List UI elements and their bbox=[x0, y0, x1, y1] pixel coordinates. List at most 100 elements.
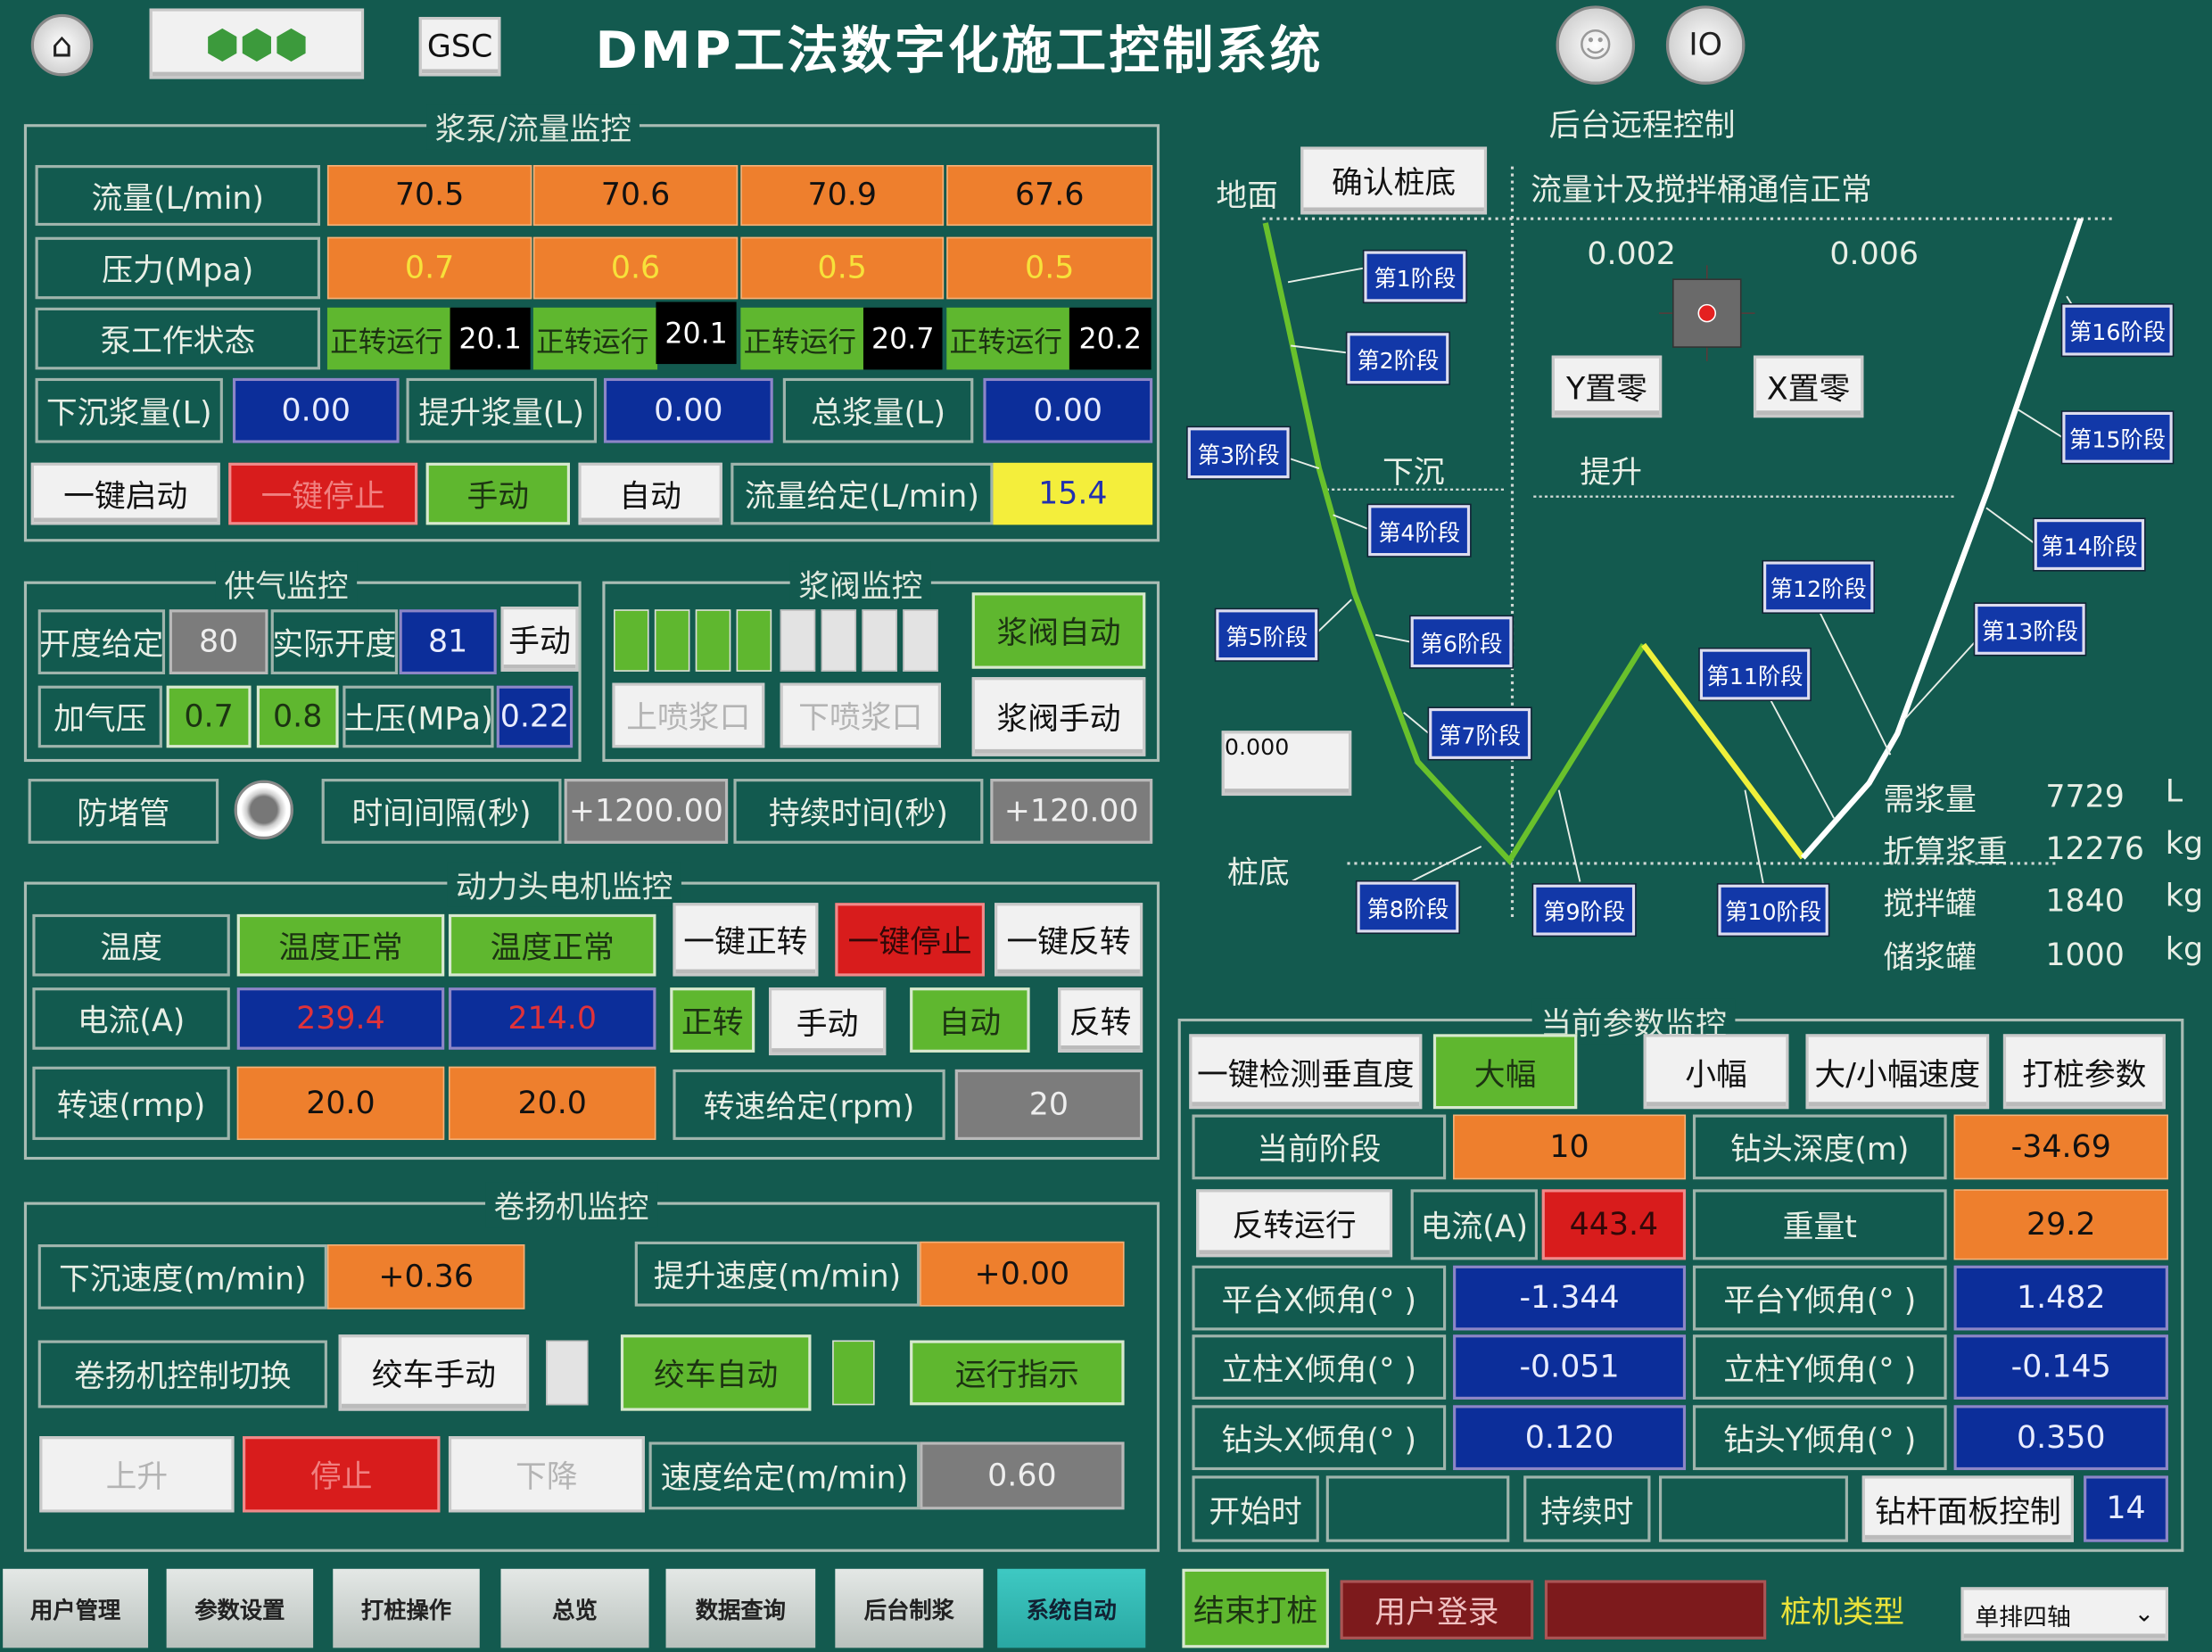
stat-unit-3: kg bbox=[2165, 878, 2204, 914]
pump-start-button[interactable]: 一键启动 bbox=[30, 462, 220, 525]
large-amplitude-button[interactable]: 大幅 bbox=[1432, 1034, 1578, 1110]
pile-type-select[interactable]: 单排四轴⌄ bbox=[1960, 1587, 2168, 1641]
head-current-label: 电流(A) bbox=[1410, 1189, 1538, 1260]
duration-value[interactable]: +120.00 bbox=[990, 779, 1153, 844]
check-vertical-button[interactable]: 一键检测垂直度 bbox=[1189, 1034, 1423, 1110]
gsc-button[interactable]: GSC bbox=[418, 16, 501, 77]
winch-speed-set-label: 速度给定(m/min) bbox=[648, 1441, 920, 1510]
pump-stop-button[interactable]: 一键停止 bbox=[228, 462, 418, 525]
interval-label: 时间间隔(秒) bbox=[321, 779, 562, 844]
upper-nozzle-button[interactable]: 上喷浆口 bbox=[612, 682, 765, 748]
anti-block-toggle[interactable] bbox=[234, 780, 293, 840]
anti-block-label: 防堵管 bbox=[28, 779, 219, 844]
pile-type-label: 桩机类型 bbox=[1780, 1595, 1905, 1631]
flow-setpoint-input[interactable]: 15.4 bbox=[993, 462, 1153, 525]
duration-label: 持续时间(秒) bbox=[733, 779, 984, 844]
amplitude-speed-button[interactable]: 大/小幅速度 bbox=[1805, 1034, 1990, 1110]
air-manual-button[interactable]: 手动 bbox=[500, 607, 579, 672]
start-time-value bbox=[1325, 1475, 1510, 1542]
nav-4[interactable]: 总览 bbox=[500, 1568, 649, 1648]
pile-bottom-label: 桩底 bbox=[1227, 856, 1290, 892]
winch-manual-indicator bbox=[546, 1340, 589, 1406]
motor-forward-all-button[interactable]: 一键正转 bbox=[673, 903, 819, 977]
stat-unit-4: kg bbox=[2165, 931, 2204, 968]
lower-nozzle-button[interactable]: 下喷浆口 bbox=[780, 682, 941, 748]
tilt-label-3-x: 钻头X倾角(° ) bbox=[1192, 1405, 1447, 1471]
speed-set-value[interactable]: 20 bbox=[954, 1069, 1143, 1140]
y-zero-button[interactable]: Y置零 bbox=[1551, 355, 1663, 418]
stat-unit-1: L bbox=[2165, 773, 2183, 810]
stage-leader-3 bbox=[1289, 458, 1320, 470]
tilt-value-2-x: -0.051 bbox=[1453, 1334, 1687, 1400]
interval-value[interactable]: +1200.00 bbox=[564, 779, 729, 844]
remote-control-label: 后台远程控制 bbox=[1548, 108, 1736, 145]
weight-label: 重量t bbox=[1692, 1189, 1947, 1260]
home-button-home-icon[interactable]: ⌂ bbox=[30, 13, 94, 77]
duration-time-label: 持续时 bbox=[1523, 1475, 1651, 1542]
nav-6[interactable]: 后台制浆 bbox=[835, 1568, 984, 1648]
winch-speed-set-value[interactable]: 0.60 bbox=[920, 1441, 1125, 1510]
stage-leader-9 bbox=[1557, 789, 1581, 882]
stage-leader-12 bbox=[1819, 612, 1892, 756]
nav-5[interactable]: 数据查询 bbox=[665, 1568, 816, 1648]
stat-label-2: 折算浆重 bbox=[1883, 835, 2008, 871]
stage-label-8: 第8阶段 bbox=[1357, 881, 1459, 933]
pump-status-1: 正转运行 bbox=[326, 307, 452, 370]
motor-auto-button[interactable]: 自动 bbox=[910, 987, 1030, 1053]
pressure-value-2: 0.6 bbox=[532, 236, 739, 300]
motor-reverse-button[interactable]: 反转 bbox=[1058, 987, 1143, 1053]
winch-down-button[interactable]: 下降 bbox=[448, 1436, 645, 1513]
x-zero-button[interactable]: X置零 bbox=[1753, 355, 1864, 418]
lift-speed-label: 提升速度(m/min) bbox=[634, 1241, 920, 1307]
stage-leader-1 bbox=[1287, 267, 1365, 284]
motor-manual-button[interactable]: 手动 bbox=[768, 987, 887, 1056]
motor-reverse-all-button[interactable]: 一键反转 bbox=[995, 903, 1143, 977]
rod-panel-button[interactable]: 钻杆面板控制 bbox=[1861, 1475, 2074, 1542]
pump-status-label: 泵工作状态 bbox=[35, 307, 321, 370]
pile-params-button[interactable]: 打桩参数 bbox=[2002, 1034, 2166, 1110]
nav-2[interactable]: 参数设置 bbox=[166, 1568, 314, 1648]
motor-stop-all-button[interactable]: 一键停止 bbox=[835, 903, 985, 977]
valve-auto-button[interactable]: 浆阀自动 bbox=[971, 592, 1146, 669]
sink-speed-value: +0.36 bbox=[326, 1243, 525, 1309]
drill-depth-value: -34.69 bbox=[1953, 1114, 2168, 1180]
nav-1[interactable]: 用户管理 bbox=[3, 1568, 149, 1648]
end-piling-button[interactable]: 结束打桩 bbox=[1182, 1568, 1329, 1648]
winch-up-button[interactable]: 上升 bbox=[39, 1436, 235, 1513]
lift-slurry-label: 提升浆量(L) bbox=[406, 377, 598, 443]
stage-leader-6 bbox=[1374, 633, 1411, 643]
depth-input[interactable]: 0.000 bbox=[1221, 731, 1352, 797]
motor-speed-label: 转速(rmp) bbox=[32, 1066, 230, 1140]
motor-current-1: 239.4 bbox=[236, 987, 445, 1050]
operator-icon: ☺ bbox=[1578, 25, 1614, 65]
pump-status-4: 正转运行 bbox=[946, 307, 1071, 370]
lift-slurry-value: 0.00 bbox=[603, 377, 773, 443]
pump-panel-title: 浆泵/流量监控 bbox=[426, 104, 640, 150]
flow-label: 流量(L/min) bbox=[35, 165, 321, 227]
tilt-label-3-y: 钻头Y倾角(° ) bbox=[1692, 1405, 1947, 1471]
flow-value-3: 70.9 bbox=[740, 165, 945, 227]
nav-3[interactable]: 打桩操作 bbox=[333, 1568, 480, 1648]
winch-auto-button[interactable]: 绞车自动 bbox=[620, 1334, 812, 1411]
login-button[interactable]: 用户登录 bbox=[1340, 1580, 1534, 1640]
soil-pressure-label: 土压(MPa) bbox=[343, 685, 494, 748]
reverse-run-button[interactable]: 反转运行 bbox=[1196, 1189, 1393, 1258]
run-indicator: 运行指示 bbox=[910, 1340, 1125, 1406]
sink-slurry-value: 0.00 bbox=[232, 377, 400, 443]
pump-manual-button[interactable]: 手动 bbox=[425, 462, 570, 525]
winch-manual-button[interactable]: 绞车手动 bbox=[338, 1334, 530, 1411]
company-logo: ⬢⬢⬢ bbox=[149, 8, 365, 79]
valve-manual-button[interactable]: 浆阀手动 bbox=[971, 677, 1146, 756]
small-amplitude-button[interactable]: 小幅 bbox=[1643, 1034, 1789, 1110]
valve-indicator-8 bbox=[903, 609, 938, 672]
nav-7[interactable]: 系统自动 bbox=[997, 1568, 1146, 1648]
open-actual-value: 81 bbox=[399, 609, 497, 675]
pump-auto-button[interactable]: 自动 bbox=[578, 462, 722, 525]
confirm-bottom-button[interactable]: 确认桩底 bbox=[1300, 146, 1488, 215]
tilt-label-1-y: 平台Y倾角(° ) bbox=[1692, 1265, 1947, 1331]
operator-icon-button[interactable]: ☺ bbox=[1556, 5, 1636, 85]
current-stage-value: 10 bbox=[1453, 1114, 1687, 1180]
motor-forward-button[interactable]: 正转 bbox=[670, 987, 755, 1053]
io-button[interactable]: IO bbox=[1665, 5, 1746, 85]
winch-stop-button[interactable]: 停止 bbox=[243, 1436, 441, 1513]
